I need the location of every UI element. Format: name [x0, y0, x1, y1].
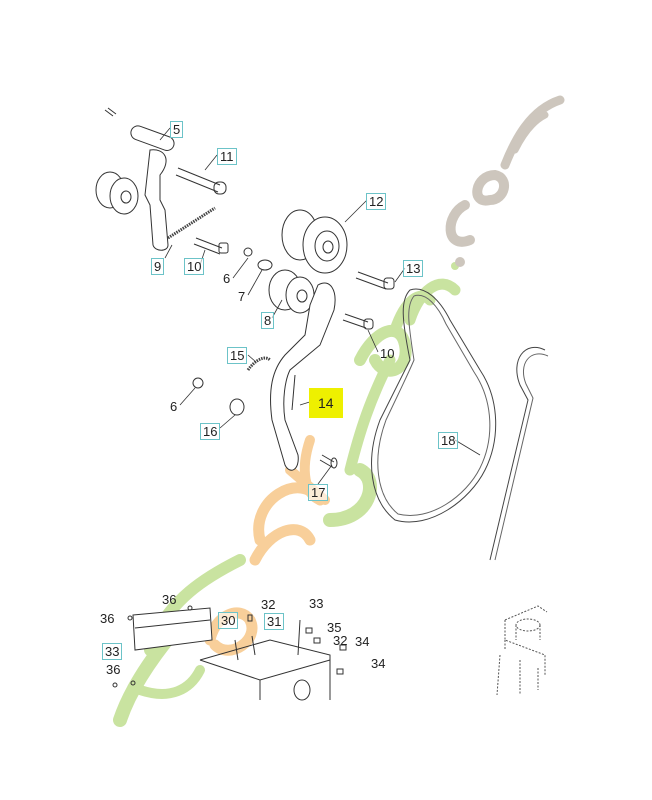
callout-18: 18 [438, 432, 459, 449]
callout-17: 17 [308, 484, 329, 501]
callout-12: 12 [366, 193, 387, 210]
callout-13: 13 [403, 260, 424, 277]
callout-36-left: 36 [100, 611, 115, 626]
callout-36-top: 36 [162, 592, 177, 607]
callout-31: 31 [264, 613, 285, 630]
callout-9: 9 [151, 258, 165, 275]
callout-36-bottom: 36 [106, 662, 121, 677]
callout-35: 35 [327, 620, 342, 635]
callout-6-lower: 6 [170, 399, 178, 414]
callout-34-bottom: 34 [371, 656, 386, 671]
callout-32-right: 32 [333, 633, 348, 648]
callout-33-top: 33 [309, 596, 324, 611]
callout-10: 10 [184, 258, 205, 275]
callout-34-top: 34 [355, 634, 370, 649]
callout-6: 6 [223, 271, 231, 286]
callout-33-left: 33 [102, 643, 123, 660]
callout-7: 7 [238, 289, 246, 304]
callout-10-right: 10 [380, 346, 395, 361]
callout-14-highlighted: 14 [309, 388, 343, 418]
callout-16: 16 [200, 423, 221, 440]
callout-32: 32 [261, 597, 276, 612]
callout-30: 30 [218, 612, 239, 629]
part-drawings [95, 107, 549, 701]
callout-15: 15 [227, 347, 248, 364]
callout-11: 11 [217, 148, 237, 165]
callout-8: 8 [261, 312, 275, 329]
callout-5: 5 [170, 121, 184, 138]
